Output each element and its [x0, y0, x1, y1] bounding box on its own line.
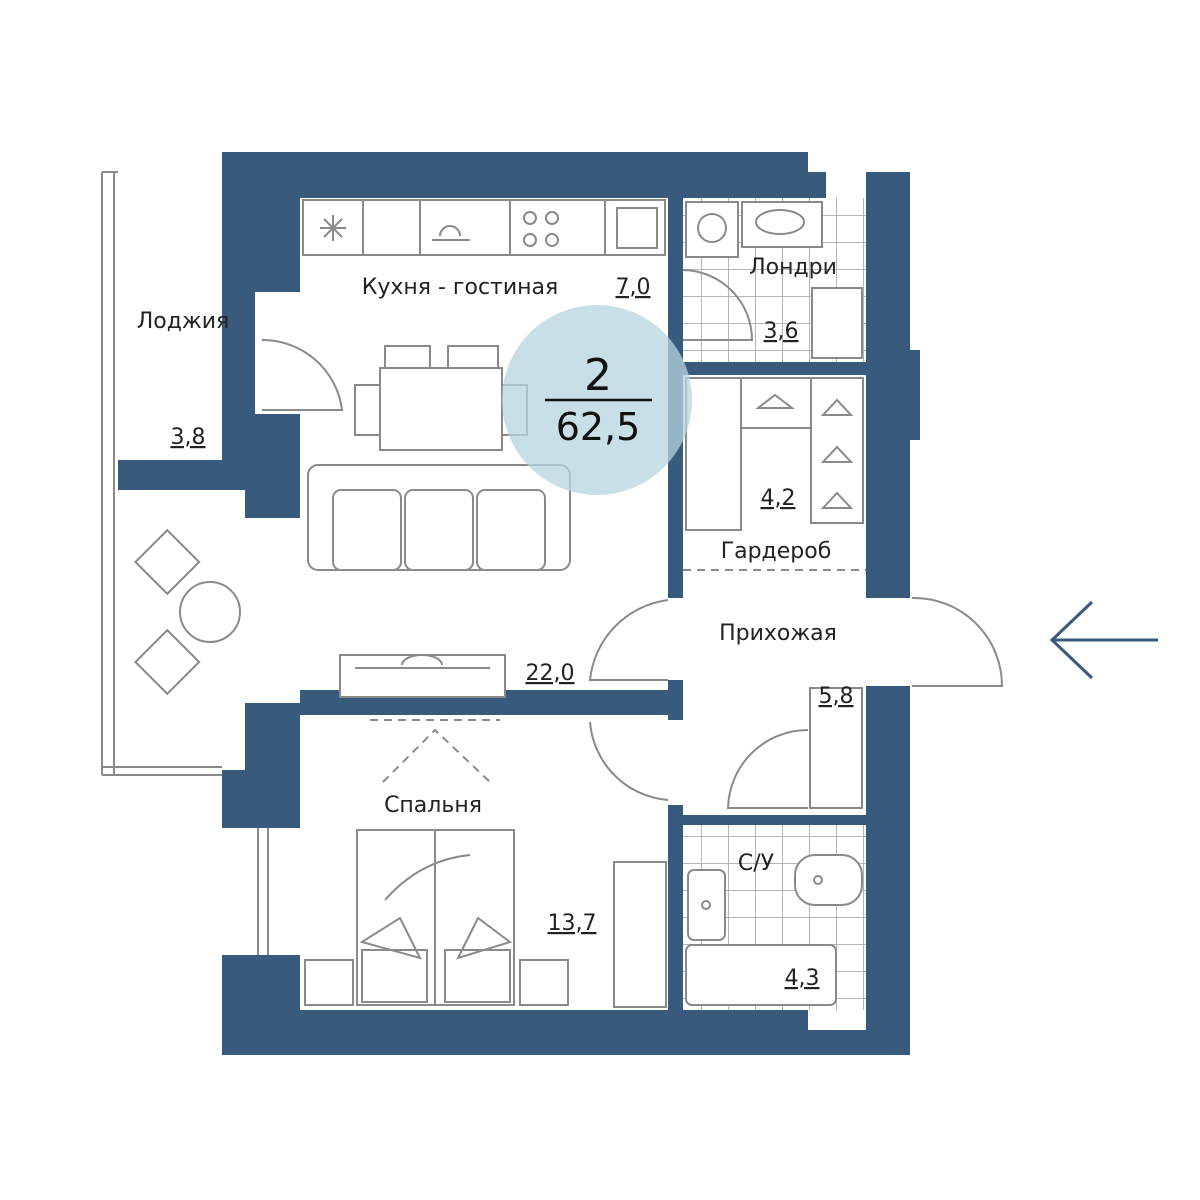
dishwasher-icon [432, 225, 470, 241]
bedroom-area: 13,7 [548, 911, 597, 936]
shoe-cabinet [809, 687, 863, 809]
bathroom-area: 4,3 [785, 966, 820, 991]
loggia-railing [101, 171, 269, 955]
cat-drawing [384, 854, 471, 901]
entrance-arrow-icon [1049, 600, 1158, 680]
total-area: 62,5 [556, 405, 641, 449]
loggia-floor [118, 172, 222, 460]
bedroom-label: Спальня [384, 793, 482, 818]
kitchen-area: 7,0 [616, 275, 651, 300]
loggia-area: 3,8 [171, 425, 206, 450]
wardrobe-fixtures [685, 377, 864, 531]
bed [304, 829, 569, 1006]
wardrobe-area: 4,2 [761, 486, 796, 511]
bathroom-label: С/У [738, 851, 775, 876]
hallway-label: Прихожая [719, 621, 837, 646]
kitchen-living-label: Кухня - гостиная [362, 275, 559, 300]
sink-icon [616, 207, 658, 249]
loggia-label: Лоджия [137, 309, 230, 334]
room-count: 2 [584, 350, 612, 401]
kitchen-counter [302, 199, 666, 256]
sofa [307, 464, 571, 571]
bedroom-tv [370, 719, 500, 783]
fridge-snowflake-icon [320, 215, 346, 241]
bathroom-fixtures [685, 854, 863, 1006]
laundry-fixtures [685, 201, 863, 359]
doors [261, 269, 1004, 809]
kitchen-living-area: 22,0 [526, 661, 575, 686]
stove-icon [523, 211, 559, 247]
wardrobe-label: Гардероб [721, 539, 832, 564]
laundry-area: 3,6 [764, 319, 799, 344]
hallway-area: 5,8 [819, 684, 854, 709]
tv-unit [339, 654, 506, 698]
laundry-label: Лондри [749, 255, 837, 280]
bedroom-closet [613, 861, 667, 1008]
round-table [134, 528, 241, 696]
